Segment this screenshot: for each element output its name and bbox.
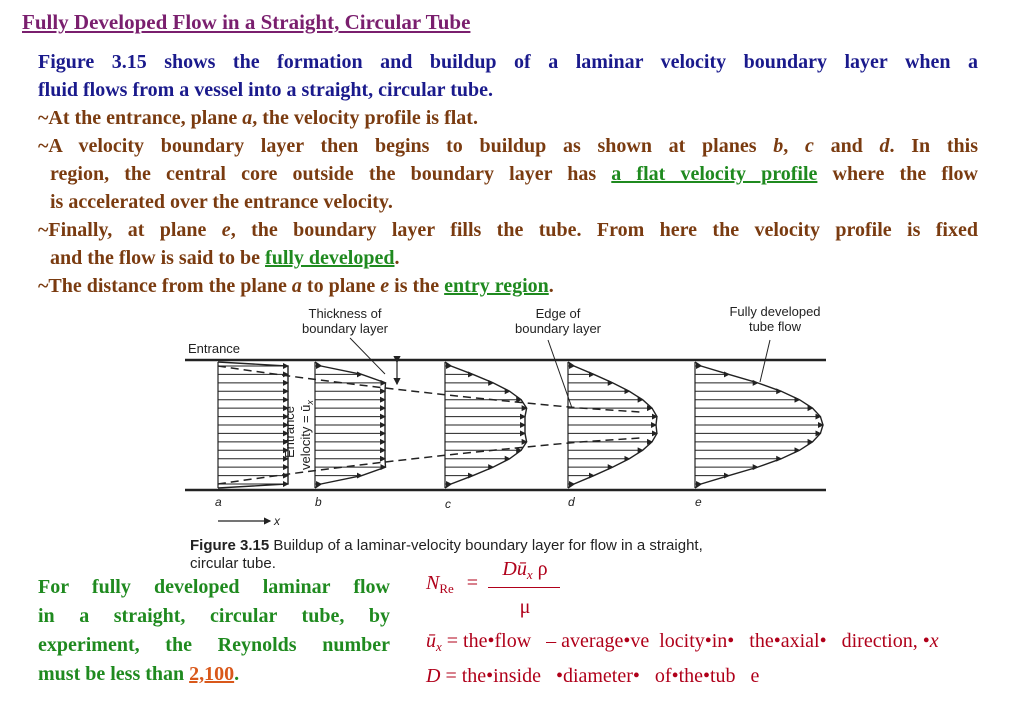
bullet-boundary-line-2: region, the central core outside the bou… (38, 160, 978, 188)
plane-d-arrows (567, 361, 658, 489)
eq-num-rho: ρ (532, 558, 548, 580)
ux-definition: ūx = the•flow – average•ve locity•in• th… (426, 630, 939, 654)
plane-e-ref: e (380, 275, 390, 297)
edge-leader (547, 339, 573, 409)
bullet-1-pre: ~At the entrance, plane (38, 107, 243, 129)
x-axis-label: x (273, 514, 281, 528)
entrance-label: Entrance (188, 341, 240, 356)
bullet-3-l2-pre: and the flow is said to be (50, 247, 266, 269)
plane-label-e: e (695, 495, 702, 509)
ux-var: ū (426, 630, 436, 652)
reynolds-period: . (234, 663, 240, 685)
plane-c-var: c (804, 135, 814, 157)
plane-label-b: b (315, 495, 322, 509)
bullet-entry-region: ~The distance from the plane a to plane … (38, 272, 978, 300)
intro-line-2: fluid flows from a vessel into a straigh… (38, 79, 493, 101)
entry-region-term: entry region (444, 275, 549, 297)
plane-a-profile-curve (217, 361, 289, 489)
bullet-2-l2-pre: region, the central core outside the bou… (50, 163, 612, 185)
plane-a-ref: a (291, 275, 302, 297)
figure-caption-2: circular tube. (190, 555, 276, 572)
figure-caption: Figure 3.15 Buildup of a laminar-velocit… (190, 537, 703, 554)
eq-N: N (426, 572, 440, 594)
thickness-label-2: boundary layer (302, 321, 389, 336)
plane-e-var: e (221, 219, 231, 241)
ux-def-x: x (929, 630, 939, 652)
bullet-finally-line-2: and the flow is said to be fully develop… (38, 244, 978, 272)
bullet-boundary-line-1: ~A velocity boundary layer then begins t… (38, 132, 978, 160)
plane-e-arrows (694, 361, 824, 489)
bullet-1-post: , the velocity profile is flat. (252, 107, 478, 129)
eq-equals: = (466, 572, 479, 594)
velocity-label-2: velocity = ūx (298, 400, 315, 470)
eq-num-D-ux: Dū (502, 558, 527, 580)
bullet-4-pre: ~The distance from the plane (38, 275, 292, 297)
and-text: and (813, 135, 880, 157)
plane-d-var: d (879, 135, 890, 157)
reynolds-threshold-value: 2,100 (189, 663, 235, 685)
fully-label-2: tube flow (749, 319, 802, 334)
fully-leader (759, 339, 771, 383)
D-var: D (426, 665, 441, 687)
bullet-2-l2-post: where the flow (817, 163, 978, 185)
edge-label-1: Edge of (536, 306, 581, 321)
plane-e-profile-curve (694, 361, 824, 489)
ux-sub: x (436, 639, 442, 654)
bullet-3-l2-post: . (394, 247, 400, 269)
fully-label-1: Fully developed (729, 304, 820, 319)
intro-line-1: Figure 3.15 shows the formation and buil… (38, 51, 978, 73)
plane-b-arrows (314, 361, 387, 489)
reynolds-line-1: For fully developed laminar flow (38, 576, 390, 598)
page-title: Fully Developed Flow in a Straight, Circ… (22, 10, 471, 34)
eq-fraction-bar (488, 587, 560, 588)
plane-b-var: b (773, 135, 784, 157)
reynolds-equation: NRe = (426, 572, 479, 596)
bullet-finally-line-1: ~Finally, at plane e, the boundary layer… (38, 216, 978, 244)
plane-a-var: a (242, 107, 253, 129)
plane-b-profile-curve (314, 361, 387, 489)
reynolds-line-4-pre: must be less than (38, 663, 190, 685)
reynolds-line-3: experiment, the Reynolds number (38, 634, 390, 656)
bullet-4-mid: to plane (301, 275, 381, 297)
edge-label-2: boundary layer (515, 321, 602, 336)
plane-a-arrows (217, 361, 289, 489)
eq-num-sub: x (526, 567, 533, 582)
bullet-2-pre: ~A velocity boundary layer then begins t… (38, 135, 774, 157)
eq-numerator: Dūx ρ (490, 558, 560, 582)
bullet-entrance: ~At the entrance, plane a, the velocity … (38, 104, 978, 132)
sep: , (783, 135, 805, 157)
flat-velocity-profile-term: a flat velocity profile (611, 163, 818, 185)
reynolds-line-2: in a straight, circular tube, by (38, 605, 390, 627)
plane-c-arrows (444, 361, 528, 489)
fully-developed-term: fully developed (265, 247, 395, 269)
reynolds-paragraph: For fully developed laminar flow in a st… (38, 573, 390, 689)
boundary-edge-top-dashed (217, 365, 641, 413)
bullet-2-post: . In this (889, 135, 978, 157)
bullet-4-post: . (548, 275, 554, 297)
plane-label-c: c (445, 497, 451, 511)
reynolds-line-4: must be less than 2,100. (38, 660, 390, 689)
plane-d-profile-curve (567, 361, 658, 489)
D-def-text: = the•inside •diameter• of•the•tub e (440, 665, 760, 687)
velocity-label-1: Entrance (282, 406, 297, 458)
bullet-4-is: is the (389, 275, 445, 297)
bullet-3-post: , the boundary layer fills the tube. Fro… (230, 219, 978, 241)
plane-c-profile-curve (444, 361, 528, 489)
eq-sub-Re: Re (439, 581, 454, 596)
plane-label-d: d (568, 495, 575, 509)
thickness-label-1: Thickness of (309, 306, 382, 321)
bullet-3-pre: ~Finally, at plane (38, 219, 222, 241)
boundary-layer-figure: Thickness of boundary layer Edge of boun… (185, 304, 826, 572)
plane-label-a: a (215, 495, 222, 509)
thickness-leader (349, 337, 386, 375)
bullet-boundary-line-3: is accelerated over the entrance velocit… (50, 191, 393, 213)
boundary-edge-bottom-dashed (217, 437, 641, 485)
ux-def-text: = the•flow – average•ve locity•in• the•a… (441, 630, 930, 652)
D-definition: D = the•inside •diameter• of•the•tub e (426, 665, 759, 688)
eq-denominator: μ (519, 596, 531, 618)
